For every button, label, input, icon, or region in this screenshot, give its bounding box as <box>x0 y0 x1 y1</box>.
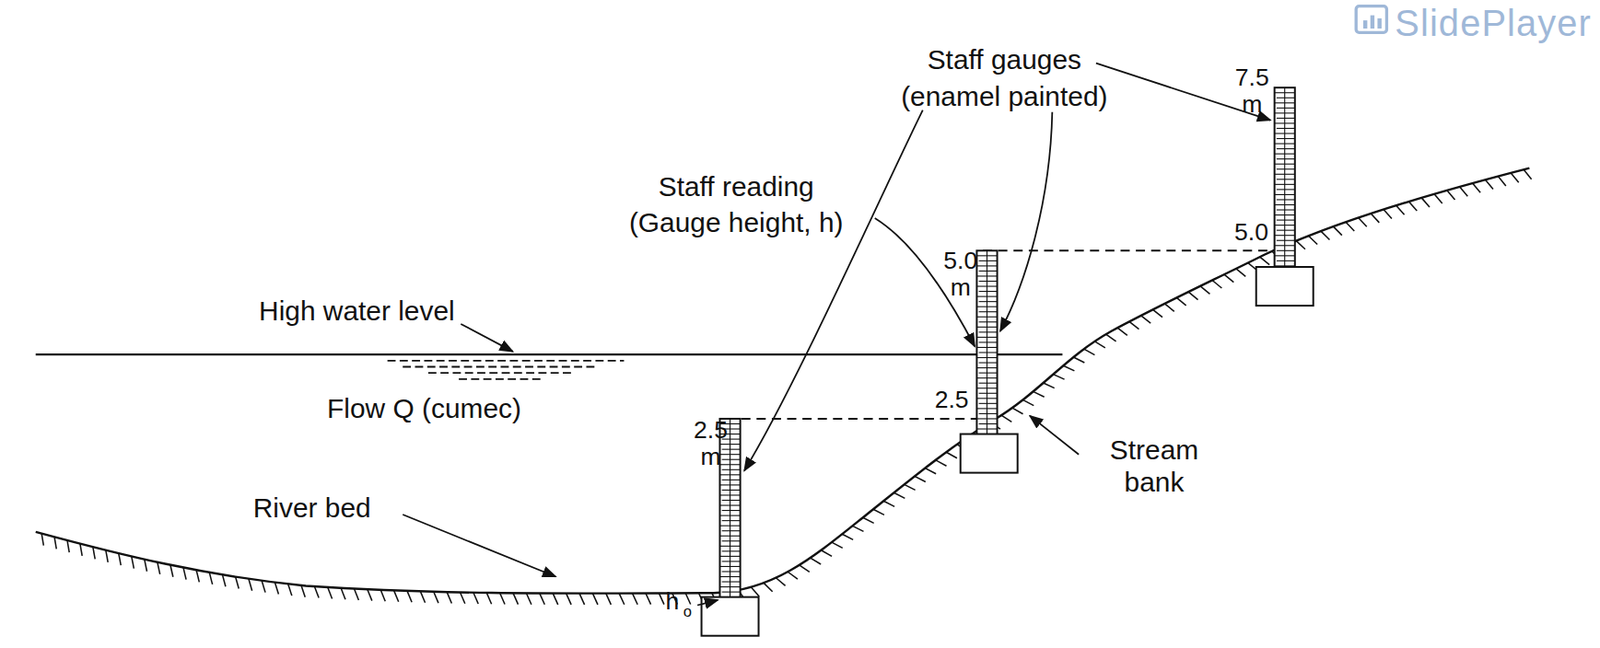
label: m <box>947 273 973 303</box>
label: Flow Q (cumec) <box>325 394 524 426</box>
label: Stream bank <box>1086 435 1223 500</box>
level-line <box>982 249 1277 252</box>
label: (Gauge height, h) <box>627 208 846 240</box>
label: m <box>698 443 724 472</box>
water-surface <box>35 353 1063 356</box>
label: 2.5 <box>691 416 730 445</box>
label: Staff gauges <box>924 45 1084 77</box>
label: High water level <box>256 296 457 328</box>
label: 2.5 <box>932 385 970 415</box>
watermark: SlidePlayer <box>1392 1 1594 45</box>
label: h <box>663 587 681 617</box>
watermark-icon <box>1355 6 1387 34</box>
label: Staff reading <box>656 171 817 203</box>
label: 5.0 <box>941 246 980 276</box>
level-line <box>725 418 980 421</box>
leader-lines <box>402 63 1271 607</box>
label: River bed <box>251 493 374 526</box>
label: o <box>680 603 694 621</box>
staff-gauges <box>701 87 1314 637</box>
label: 7.5 <box>1233 63 1272 93</box>
ground-hatching <box>41 169 1531 606</box>
label: (enamel painted) <box>899 81 1110 114</box>
water-ripples <box>387 361 625 380</box>
label: m <box>1239 90 1265 119</box>
label: 5.0 <box>1232 218 1271 247</box>
ground-line <box>35 168 1530 595</box>
